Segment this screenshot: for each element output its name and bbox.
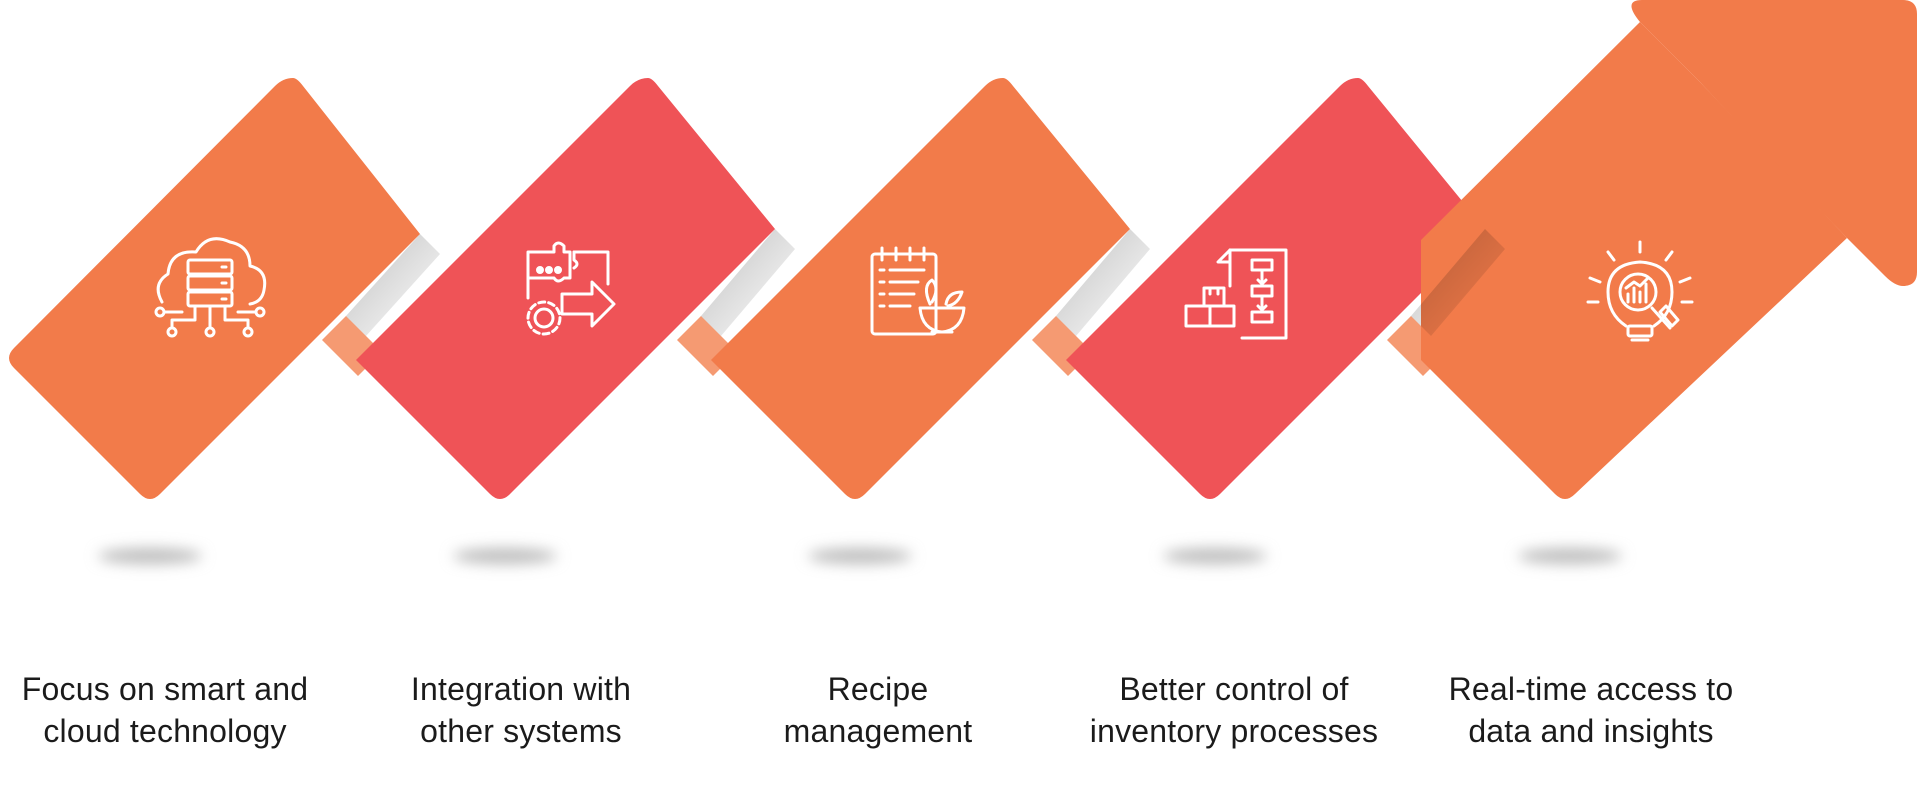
floor-shadow-4 xyxy=(1163,548,1267,564)
floor-shadow-3 xyxy=(808,548,912,564)
tile-5 xyxy=(1421,22,1847,499)
floor-shadow-1 xyxy=(98,548,202,564)
floor-shadow-2 xyxy=(453,548,557,564)
tile-4 xyxy=(1066,78,1485,499)
insight-bulb-icon xyxy=(1586,240,1694,342)
tile-2 xyxy=(356,78,775,499)
fold-shade-3 xyxy=(1056,229,1150,336)
icons xyxy=(154,237,1694,342)
inventory-flow-icon xyxy=(1184,248,1288,340)
recipe-bowl-icon xyxy=(870,246,966,336)
tile-3 xyxy=(711,78,1130,499)
fold-shading xyxy=(346,229,1505,336)
fold-shade-2 xyxy=(701,229,795,336)
floor-shadow-5 xyxy=(1518,548,1622,564)
cloud-server-icon xyxy=(154,237,267,338)
arrow-head xyxy=(1631,0,1917,286)
fold-shade-4 xyxy=(1411,229,1505,336)
fold-shade-1 xyxy=(346,234,440,336)
floor-shadows xyxy=(98,548,1622,564)
puzzle-gear-icon xyxy=(526,241,616,336)
tiles xyxy=(9,22,1847,499)
